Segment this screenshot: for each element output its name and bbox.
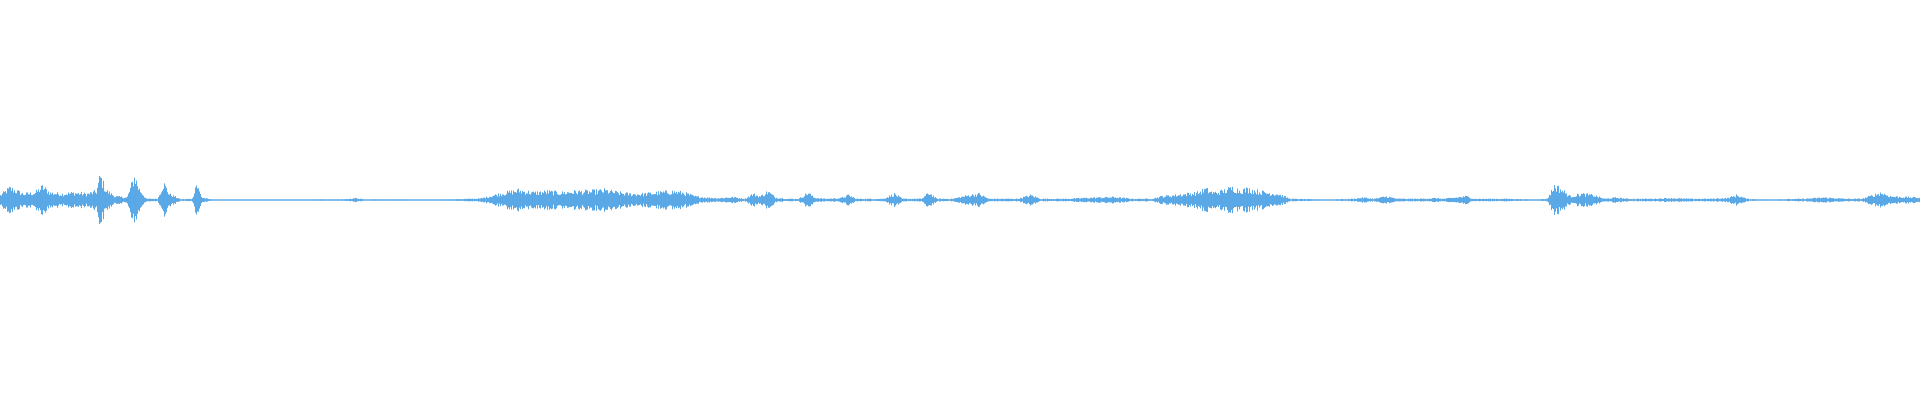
waveform-bars	[0, 175, 1920, 225]
